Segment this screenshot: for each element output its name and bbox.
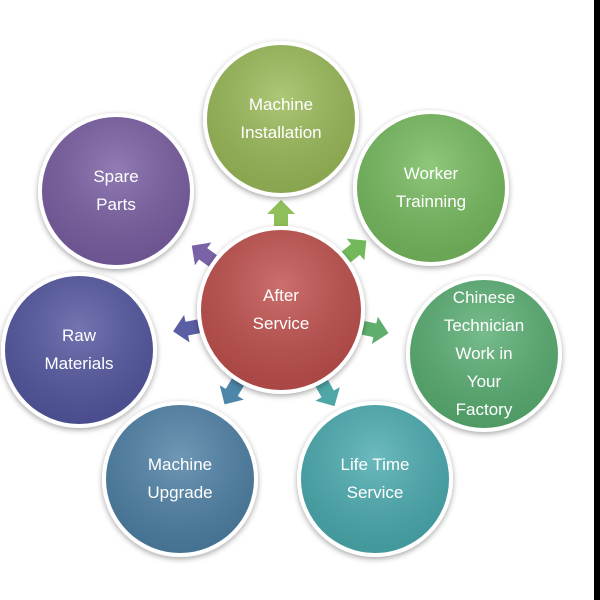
arrow-to-raw-materials [173, 314, 200, 343]
arrow-to-machine-upgrade [219, 378, 244, 405]
circle-machine-installation [203, 41, 359, 197]
image-border [594, 0, 600, 600]
arrow-to-machine-installation [267, 200, 295, 226]
circle-raw-materials [1, 272, 157, 428]
circle-life-time-service [297, 401, 453, 557]
circle-machine-upgrade [102, 401, 258, 557]
circle-spare-parts [38, 113, 194, 269]
arrows-layer [173, 200, 389, 407]
arrow-to-worker-training [341, 238, 367, 263]
circle-worker-training [353, 110, 509, 266]
circle-after-service [197, 226, 365, 394]
arrow-to-chinese-technician [361, 316, 389, 345]
circle-chinese-technician [406, 276, 562, 432]
circles-layer [1, 41, 562, 557]
arrow-to-life-time-service [315, 380, 340, 407]
arrow-to-spare-parts [191, 242, 217, 267]
